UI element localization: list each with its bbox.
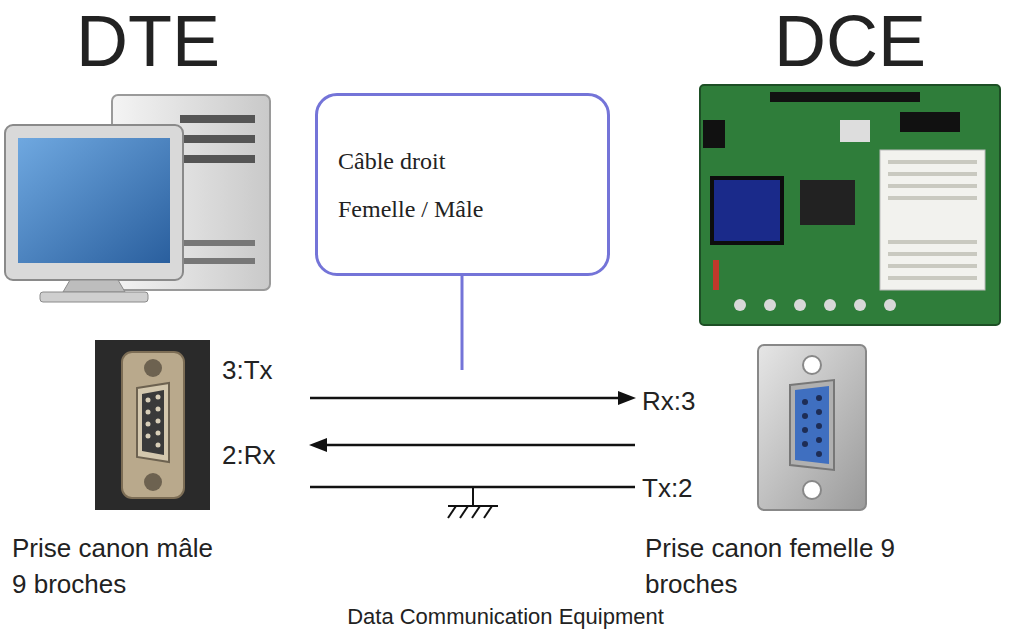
caption: Data Communication Equipment (0, 604, 1011, 630)
connector-label: Prise canon mâle 9 broches (12, 530, 227, 603)
heading: DCE (774, 0, 926, 83)
computer-monitor (5, 125, 183, 302)
female-db9-connector (758, 345, 866, 510)
leader-line (461, 276, 464, 370)
ground-symbol (448, 487, 498, 518)
pin-name: 2:Rx (222, 437, 275, 473)
pin-name: Tx:2 (642, 470, 693, 506)
pin-name: 3:Tx (222, 352, 273, 388)
male-db9-connector (95, 340, 210, 510)
heading: DTE (76, 0, 220, 83)
electronic-board (700, 85, 1000, 325)
serial-wires (309, 391, 636, 487)
callout-box: Câble droit Femelle / Mâle (315, 93, 610, 276)
pin-name: Rx:3 (642, 383, 695, 419)
connector-label: Prise canon femelle 9 broches (645, 530, 907, 603)
callout-text: Câble droit Femelle / Mâle (338, 137, 508, 233)
